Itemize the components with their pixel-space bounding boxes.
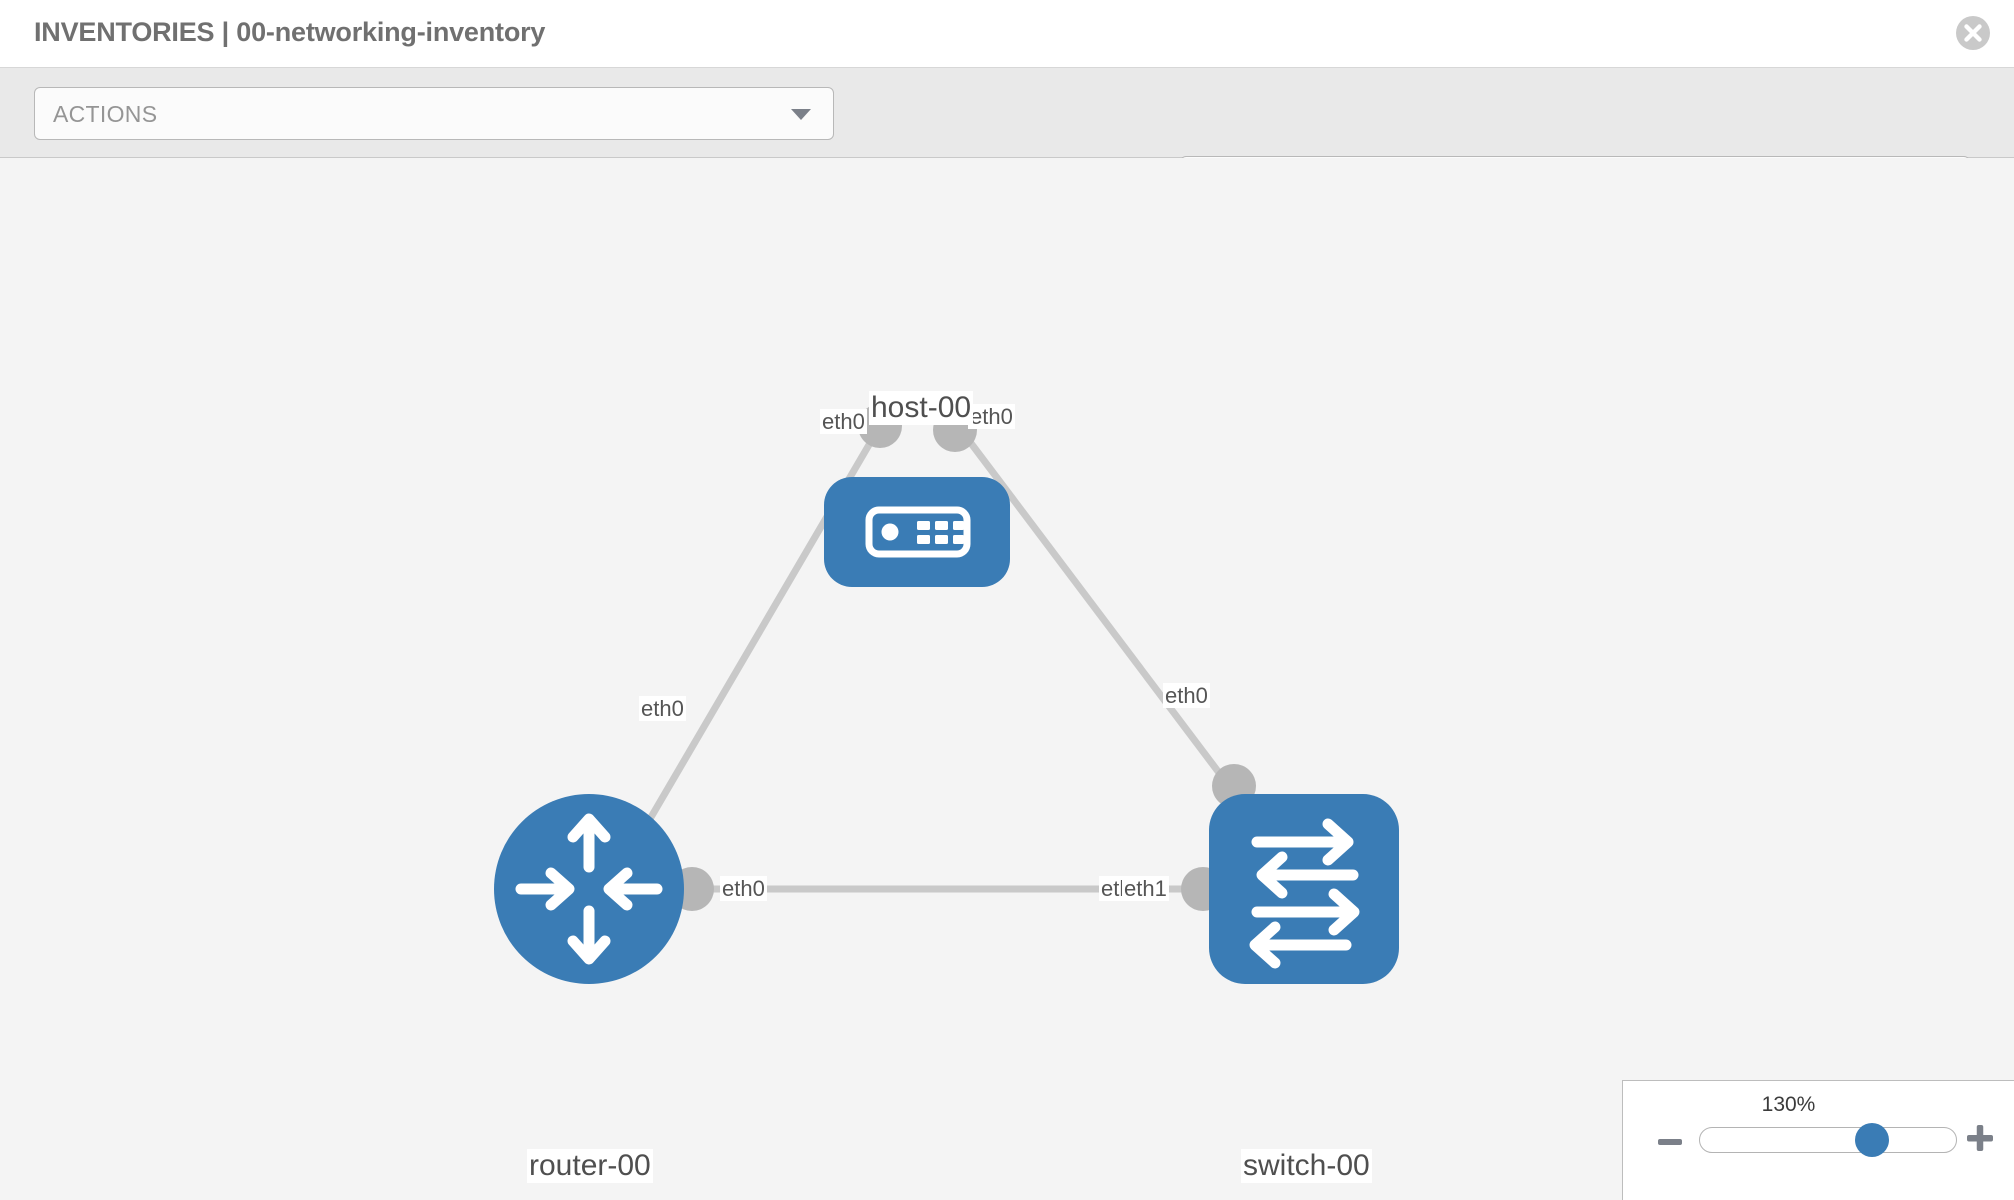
server-led-icon (881, 523, 899, 541)
close-circle-icon (1954, 14, 1992, 52)
zoom-control-panel: 130% (1622, 1080, 2014, 1200)
actions-dropdown[interactable]: ACTIONS (34, 87, 834, 140)
node-switch-00[interactable] (1209, 794, 1399, 984)
plus-icon (1963, 1125, 1997, 1158)
zoom-slider-track[interactable] (1699, 1127, 1957, 1153)
router-arrows-icon (515, 813, 663, 965)
page-title: INVENTORIES | 00-networking-inventory (34, 17, 546, 47)
server-ports-icon (917, 521, 964, 544)
zoom-out-button[interactable] (1655, 1127, 1685, 1157)
node-host-00[interactable] (824, 477, 1010, 587)
actions-dropdown-label: ACTIONS (53, 101, 158, 127)
topology-canvas[interactable]: eth0 eth0 host-00 eth0 eth0 eth0 eth eth… (0, 158, 2014, 1200)
zoom-level-value: 130% (1761, 1093, 1816, 1116)
page-header: INVENTORIES | 00-networking-inventory (0, 0, 2014, 68)
interface-label-switch-left: eth1 (1122, 876, 1169, 902)
interface-label-host-left: eth0 (820, 409, 867, 435)
interface-label-router-right: eth0 (720, 876, 767, 902)
interface-label-router-up: eth0 (639, 696, 686, 722)
topology-graph (494, 404, 1399, 984)
zoom-in-button[interactable] (1963, 1121, 1997, 1155)
node-label-switch-00: switch-00 (1241, 1149, 1372, 1183)
minus-icon (1655, 1139, 1685, 1160)
node-label-host-00: host-00 (869, 391, 974, 425)
chevron-down-icon (791, 109, 811, 120)
switch-arrows-icon (1249, 818, 1360, 969)
link-host-switch (955, 423, 1235, 793)
node-router-00[interactable] (494, 794, 684, 984)
close-button[interactable] (1954, 14, 1992, 52)
zoom-slider-thumb[interactable] (1855, 1123, 1889, 1157)
interface-label-switch-up: eth0 (1163, 683, 1210, 709)
server-icon (865, 506, 971, 558)
interface-label-host-right: eth0 (968, 404, 1015, 430)
toolbar: ACTIONS SEARCH (0, 68, 2014, 209)
node-label-router-00: router-00 (527, 1149, 653, 1183)
